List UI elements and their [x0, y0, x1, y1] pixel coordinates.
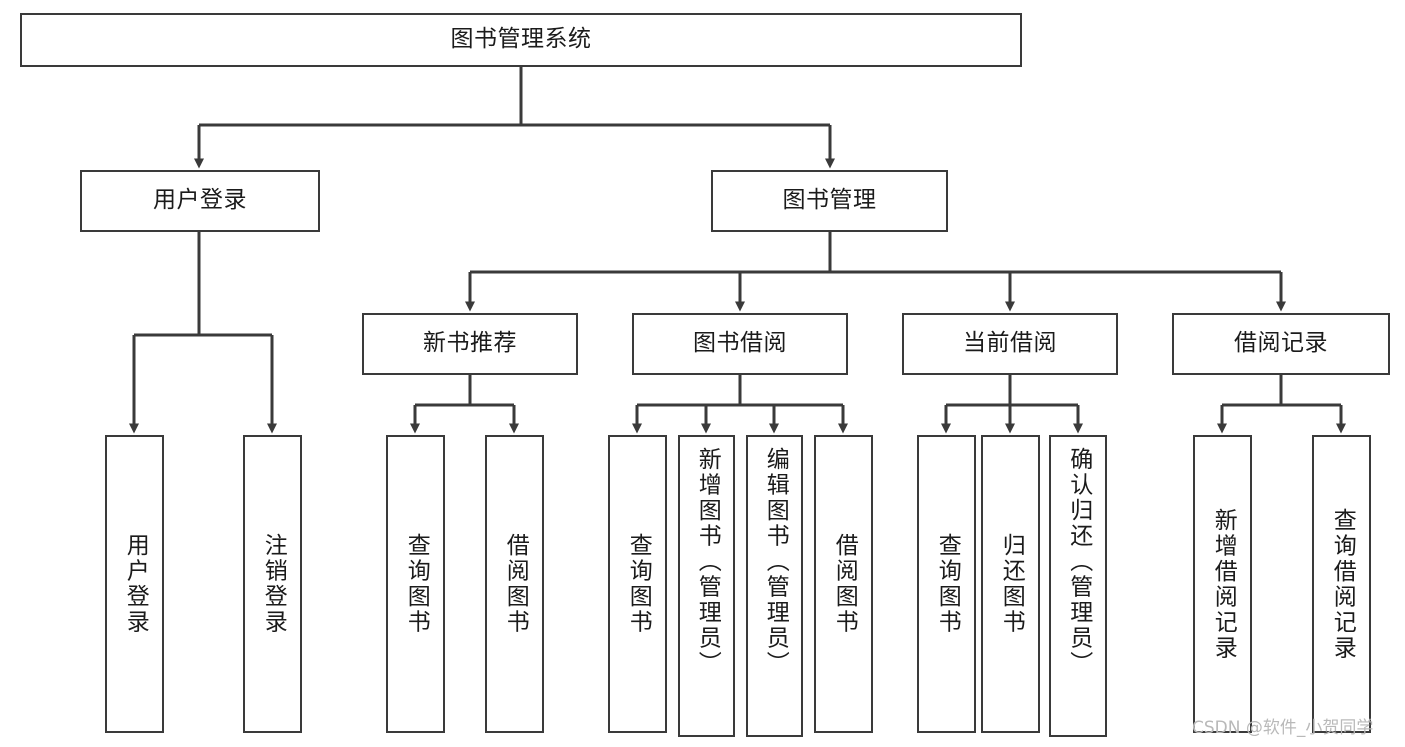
- node-leaf-query-record-label: 查询借阅记录: [1329, 507, 1356, 661]
- node-user-login-label: 用户登录: [153, 187, 247, 214]
- node-leaf-query-book-1[interactable]: 查询图书: [386, 435, 445, 733]
- node-leaf-edit-book[interactable]: 编辑图书（管理员）: [746, 435, 803, 737]
- node-current-borrow-label: 当前借阅: [963, 330, 1057, 357]
- node-leaf-query-book-3[interactable]: 查询图书: [917, 435, 976, 733]
- node-leaf-query-record[interactable]: 查询借阅记录: [1312, 435, 1371, 733]
- node-leaf-confirm-return-label: 确认归还（管理员）: [1065, 447, 1092, 677]
- node-leaf-query-book-1-label: 查询图书: [403, 533, 430, 635]
- node-leaf-borrow-book-2-label: 借阅图书: [831, 533, 858, 635]
- node-root[interactable]: 图书管理系统: [20, 13, 1022, 67]
- node-root-label: 图书管理系统: [450, 26, 592, 53]
- node-book-manage[interactable]: 图书管理: [711, 170, 948, 232]
- node-book-manage-label: 图书管理: [782, 187, 877, 214]
- node-book-borrow-label: 图书借阅: [693, 330, 787, 357]
- node-new-book-recommend[interactable]: 新书推荐: [362, 313, 578, 375]
- node-leaf-query-book-2[interactable]: 查询图书: [608, 435, 667, 733]
- node-user-login[interactable]: 用户登录: [80, 170, 320, 232]
- node-borrow-record-label: 借阅记录: [1234, 330, 1328, 357]
- node-leaf-query-book-3-label: 查询图书: [934, 533, 961, 635]
- node-book-borrow[interactable]: 图书借阅: [632, 313, 848, 375]
- watermark: CSDN @软件_小贺同学: [1192, 718, 1374, 738]
- node-leaf-query-book-2-label: 查询图书: [625, 533, 652, 635]
- node-leaf-user-login[interactable]: 用户登录: [105, 435, 164, 733]
- node-leaf-add-book[interactable]: 新增图书（管理员）: [678, 435, 735, 737]
- node-leaf-return-book-label: 归还图书: [998, 533, 1025, 635]
- node-leaf-logout-login-label: 注销登录: [260, 533, 287, 635]
- node-leaf-return-book[interactable]: 归还图书: [981, 435, 1040, 733]
- node-leaf-borrow-book-2[interactable]: 借阅图书: [814, 435, 873, 733]
- node-current-borrow[interactable]: 当前借阅: [902, 313, 1118, 375]
- node-leaf-add-record-label: 新增借阅记录: [1210, 507, 1237, 661]
- node-leaf-add-book-label: 新增图书（管理员）: [694, 447, 721, 677]
- node-leaf-borrow-book-1-label: 借阅图书: [502, 533, 529, 635]
- node-new-book-recommend-label: 新书推荐: [423, 330, 517, 357]
- node-leaf-borrow-book-1[interactable]: 借阅图书: [485, 435, 544, 733]
- node-borrow-record[interactable]: 借阅记录: [1172, 313, 1390, 375]
- node-leaf-confirm-return[interactable]: 确认归还（管理员）: [1049, 435, 1107, 737]
- node-leaf-edit-book-label: 编辑图书（管理员）: [762, 447, 789, 677]
- node-leaf-logout-login[interactable]: 注销登录: [243, 435, 302, 733]
- node-leaf-user-login-label: 用户登录: [122, 533, 149, 635]
- node-leaf-add-record[interactable]: 新增借阅记录: [1193, 435, 1252, 733]
